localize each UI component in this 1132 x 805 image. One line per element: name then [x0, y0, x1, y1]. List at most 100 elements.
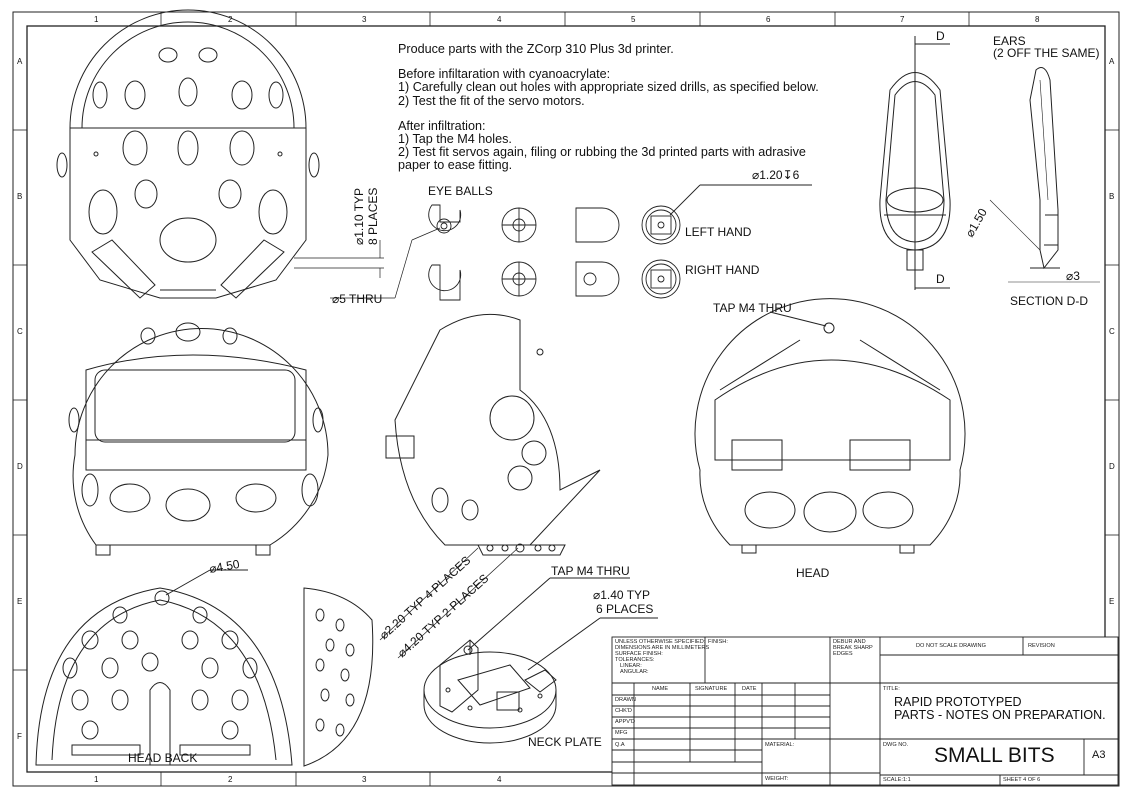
head-side-view	[385, 313, 601, 556]
dim-140: ⌀1.40 TYP	[593, 588, 650, 602]
zone-row-a: A	[17, 57, 23, 66]
zone-row-c: C	[17, 327, 23, 336]
tb-revision: REVISION	[1028, 643, 1055, 649]
head-top-view	[56, 9, 320, 299]
zone-row-f: F	[17, 732, 22, 741]
tb-row-appvd: APPV'D	[615, 719, 636, 725]
dim-450: ⌀4.50	[208, 557, 241, 576]
tb-row-qa: Q.A	[615, 742, 625, 748]
tb-sheet-number: SHEET 4 OF 6	[1003, 777, 1041, 783]
dim-8-places: 8 PLACES	[366, 188, 380, 245]
head-segment-view	[303, 587, 374, 767]
dim-110-leader	[294, 227, 441, 299]
zone-row-e-right: E	[1109, 597, 1114, 606]
tap-m4-neck-label: TAP M4 THRU	[551, 564, 630, 578]
dim-150: ⌀1.50	[962, 206, 990, 240]
zone-row-a-right: A	[1109, 57, 1115, 66]
ears-quantity: (2 OFF THE SAME)	[993, 46, 1099, 60]
dim-220-leader	[379, 547, 519, 659]
section-label: SECTION D-D	[1010, 294, 1088, 308]
tb-finish: FINISH:	[708, 639, 728, 645]
zone-row-d-right: D	[1109, 462, 1115, 471]
zone-col-3: 3	[362, 15, 367, 24]
note-after-1: 1) Tap the M4 holes.	[398, 132, 512, 147]
eye-balls-label: EYE BALLS	[428, 184, 493, 198]
tb-linear: LINEAR:	[620, 663, 642, 669]
eye-balls-views	[428, 184, 812, 301]
tb-sheet-size: A3	[1092, 749, 1106, 761]
tb-do-not-scale: DO NOT SCALE DRAWING	[916, 643, 986, 649]
note-after-heading: After infiltration:	[398, 118, 486, 133]
tb-unless: UNLESS OTHERWISE SPECIFIED:	[615, 639, 706, 645]
outer-frame	[12, 11, 1120, 787]
zone-row-e: E	[17, 597, 22, 606]
left-hand-label: LEFT HAND	[685, 225, 752, 239]
zone-col-6: 6	[766, 15, 771, 24]
title-block	[611, 636, 1119, 786]
tb-title-label: TITLE:	[883, 686, 900, 692]
tb-row-mfg: MFG	[615, 730, 628, 736]
tb-deburr-3: EDGES	[833, 651, 853, 657]
neck-plate-label: NECK PLATE	[528, 735, 602, 749]
zone-col-8: 8	[1035, 15, 1040, 24]
zone-col-2: 2	[228, 15, 233, 24]
head-back-view	[35, 569, 293, 766]
zone-row-b-right: B	[1109, 192, 1114, 201]
tb-material: MATERIAL:	[765, 742, 795, 748]
tb-row-drawn: DRAWN	[615, 697, 636, 703]
ear-section-view	[989, 67, 1100, 283]
tb-title-1: RAPID PROTOTYPED	[894, 695, 1022, 709]
zone-col-5: 5	[631, 15, 636, 24]
tb-col-name: NAME	[652, 686, 669, 692]
tb-dims: DIMENSIONS ARE IN MILLIMETERS	[615, 645, 710, 651]
ear-front-view	[879, 36, 951, 290]
zone-row-c-right: C	[1109, 327, 1115, 336]
zone-col-2-bottom: 2	[228, 775, 233, 784]
tb-col-date: DATE	[742, 686, 757, 692]
head-label: HEAD	[796, 566, 830, 580]
tb-col-signature: SIGNATURE	[695, 686, 728, 692]
inner-frame	[26, 25, 1106, 773]
zone-col-4-bottom: 4	[497, 775, 502, 784]
zone-row-b: B	[17, 192, 22, 201]
dim-6-places: 6 PLACES	[596, 602, 653, 616]
tb-deburr-2: BREAK SHARP	[833, 645, 873, 651]
section-d-bottom: D	[936, 272, 945, 286]
head-back-label: HEAD BACK	[128, 751, 197, 765]
note-after-2: 2) Test fit servos again, filing or rubb…	[398, 145, 806, 160]
tb-dwg-no: SMALL BITS	[934, 744, 1055, 767]
head-rear-view	[694, 298, 966, 554]
tb-row-chkd: CHK'D	[615, 708, 632, 714]
dim-110-typ: ⌀1.10 TYP	[352, 188, 366, 245]
tb-weight: WEIGHT:	[765, 776, 789, 782]
note-before-1: 1) Carefully clean out holes with approp…	[398, 80, 819, 95]
neck-plate-view	[423, 577, 658, 744]
tb-tolerances: TOLERANCES:	[615, 657, 655, 663]
zone-col-7: 7	[900, 15, 905, 24]
tb-title-2: PARTS - NOTES ON PREPARATION.	[894, 708, 1106, 722]
zone-col-3-bottom: 3	[362, 775, 367, 784]
dim-5-thru: ⌀5 THRU	[332, 292, 382, 306]
tb-angular: ANGULAR:	[620, 669, 649, 675]
ears-label: EARS	[993, 34, 1026, 48]
tb-surface: SURFACE FINISH:	[615, 651, 663, 657]
right-hand-label: RIGHT HAND	[685, 263, 760, 277]
head-front-view	[68, 322, 329, 556]
zone-col-1: 1	[94, 15, 99, 24]
section-d-top: D	[936, 29, 945, 43]
note-before-2: 2) Test the fit of the servo motors.	[398, 93, 585, 108]
tap-m4-head-label: TAP M4 THRU	[713, 301, 792, 315]
zone-col-4: 4	[497, 15, 502, 24]
note-after-2b: paper to ease fitting.	[398, 158, 513, 173]
zone-row-d: D	[17, 462, 23, 471]
dim-120-hole: ⌀1.20↧6	[752, 168, 800, 182]
zone-col-1-bottom: 1	[94, 775, 99, 784]
tb-scale: SCALE:1:1	[883, 777, 911, 783]
tb-deburr-1: DEBUR AND	[833, 639, 866, 645]
preparation-notes: Produce parts with the ZCorp 310 Plus 3d…	[398, 42, 868, 185]
tb-dwg-no-label: DWG NO.	[883, 742, 909, 748]
note-printer: Produce parts with the ZCorp 310 Plus 3d…	[398, 42, 674, 56]
dim-3: ⌀3	[1066, 269, 1080, 283]
